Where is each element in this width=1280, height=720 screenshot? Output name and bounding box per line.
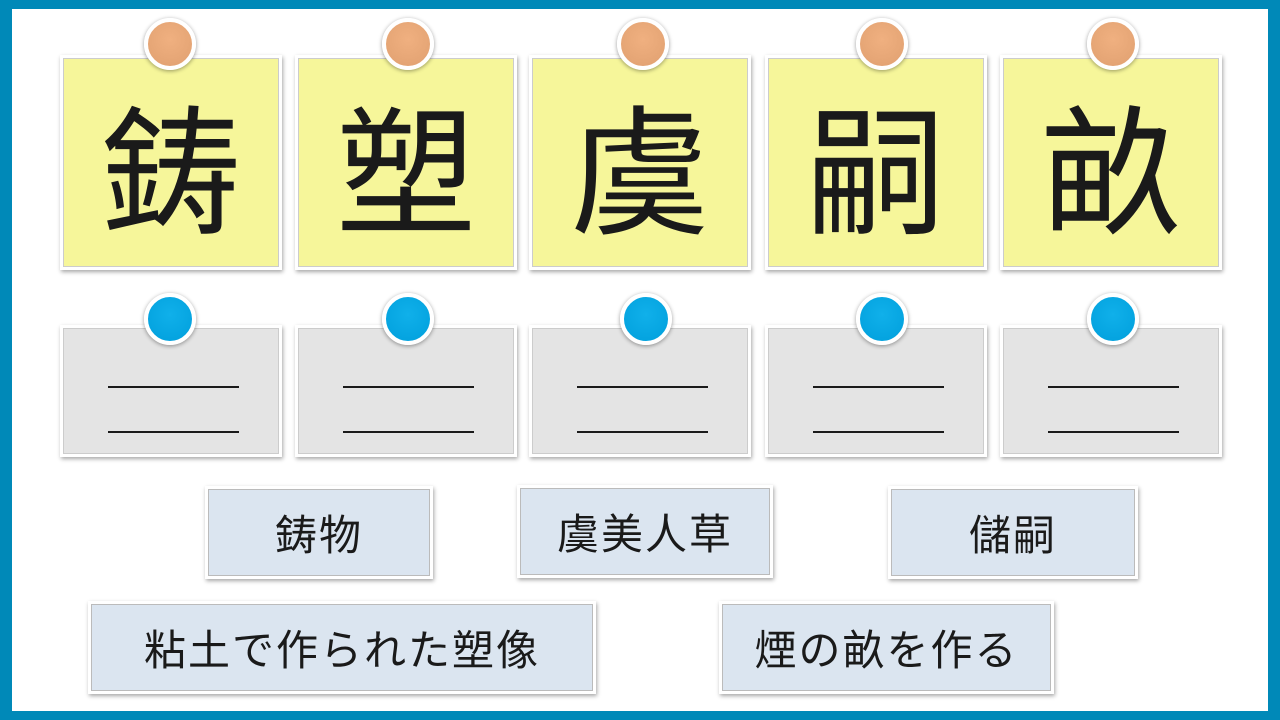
pin-icon [382,18,434,70]
reading-blank-3[interactable] [529,325,751,457]
pin-icon [856,18,908,70]
answer-text: 粘土で作られた塑像 [143,626,540,675]
kanji-card-3: 虞 [529,55,751,270]
pin-icon [1087,18,1139,70]
pin-icon [144,18,196,70]
pin-icon [382,293,434,345]
pin-icon [856,293,908,345]
kanji-char: 畝 [1040,93,1181,257]
pin-icon [1087,293,1139,345]
answer-text: 煙の畝を作る [754,626,1019,675]
answer-card-3[interactable]: 儲嗣 [888,486,1138,579]
kanji-card-4: 嗣 [765,55,987,270]
kanji-char: 虞 [569,93,710,257]
pin-icon [620,293,672,345]
reading-blank-5[interactable] [1000,325,1222,457]
answer-text: 儲嗣 [968,511,1057,560]
kanji-card-1: 鋳 [60,55,282,270]
kanji-card-5: 畝 [1000,55,1222,270]
answer-card-4[interactable]: 粘土で作られた塑像 [88,601,596,694]
kanji-char: 嗣 [805,93,946,257]
answer-card-1[interactable]: 鋳物 [205,486,433,579]
pin-icon [144,293,196,345]
kanji-char: 塑 [335,93,476,257]
answer-card-5[interactable]: 煙の畝を作る [719,601,1054,694]
kanji-char: 鋳 [100,93,241,257]
answer-card-2[interactable]: 虞美人草 [517,485,773,578]
answer-text: 鋳物 [274,511,363,560]
reading-blank-1[interactable] [60,325,282,457]
answer-text: 虞美人草 [556,510,733,559]
reading-blank-4[interactable] [765,325,987,457]
pin-icon [617,18,669,70]
kanji-card-2: 塑 [295,55,517,270]
